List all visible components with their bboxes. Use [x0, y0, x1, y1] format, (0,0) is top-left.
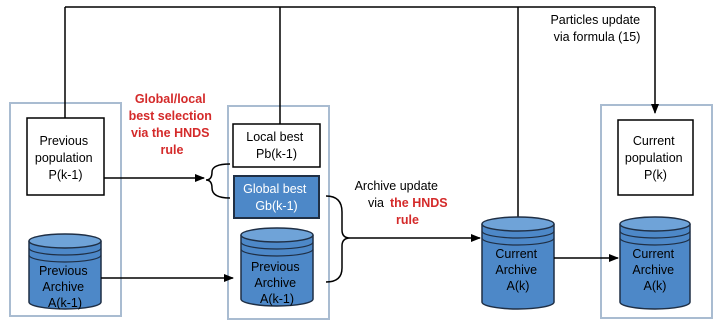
- local-best-box: [232, 123, 321, 168]
- selection-brace: [205, 163, 231, 199]
- previous-archive-cylinder-left: Previous Archive A(k-1): [28, 233, 102, 310]
- middle-group-container: [227, 105, 330, 320]
- current-archive-cylinder-right: Current Archive A(k): [619, 216, 691, 310]
- archive-update-emphasis: the HNDS rule: [390, 196, 451, 227]
- current-archive-cylinder-center: Current Archive A(k): [481, 216, 555, 310]
- current-population-box: [617, 119, 694, 196]
- previous-archive-cylinder-middle: Previous Archive A(k-1): [240, 227, 314, 307]
- svg-text:Previous Archive A: Previous Archive A(k-1): [39, 264, 91, 310]
- local-best-label: Local best Pb(k-1): [246, 130, 306, 161]
- svg-text:Current Archive A(: Current Archive A(k): [632, 247, 677, 293]
- svg-text:Previous Archive A: Previous Archive A(k-1): [251, 260, 303, 306]
- previous-population-box: [26, 117, 105, 196]
- svg-text:Current Archive A(: Current Archive A(k): [495, 247, 540, 293]
- selection-annotation: Global/local best selection via the HNDS…: [129, 92, 216, 157]
- previous-population-label: Previous population P(k-1): [35, 134, 96, 182]
- particles-update-annotation: Particles update via formula (15): [550, 13, 643, 44]
- archive-update-annotation: Archive update via: [355, 179, 442, 210]
- global-best-label: Global best Gb(k-1): [243, 182, 310, 213]
- current-population-label: Current population P(k): [625, 134, 686, 182]
- global-best-box: [233, 175, 320, 219]
